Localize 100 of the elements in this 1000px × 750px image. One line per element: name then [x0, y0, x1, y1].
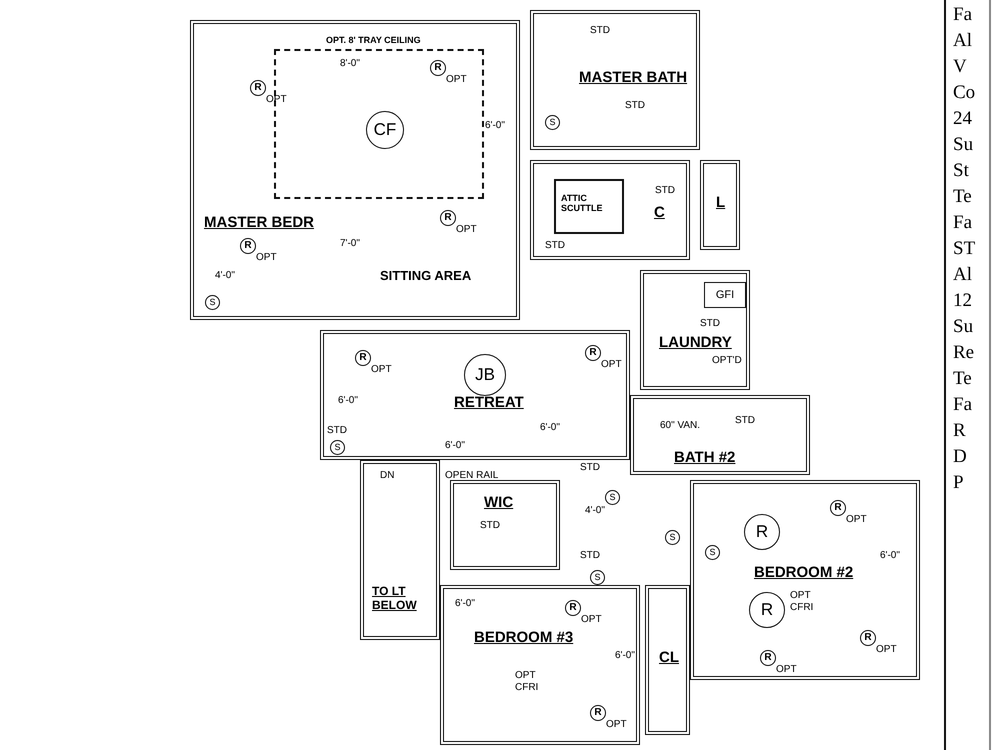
note-text: STD: [545, 240, 565, 252]
switch-symbol: S: [545, 115, 560, 130]
ceiling-light-symbol: R: [590, 705, 606, 721]
ceiling-light-symbol: R: [240, 238, 256, 254]
dimension-text: 7'-0": [340, 238, 360, 250]
ceiling-fan-symbol: CF: [366, 111, 404, 149]
room-name: SITTING AREA: [380, 270, 472, 282]
junction-box-symbol: JB: [464, 354, 506, 396]
note-text: 60" VAN.: [660, 420, 700, 432]
ceiling-light-symbol: R: [760, 650, 776, 666]
closet-room: [450, 480, 560, 570]
note-text: OPT'D: [712, 355, 742, 367]
side-note-text: ST: [953, 238, 976, 260]
dimension-text: 4'-0": [215, 270, 235, 282]
note-text: STD: [625, 100, 645, 112]
bathroom-room: [630, 395, 810, 475]
dimension-text: 6'-0": [445, 440, 465, 452]
room-name: LAUNDRY: [659, 334, 732, 351]
ceiling-light-symbol: R: [355, 350, 371, 366]
side-note-text: P: [953, 472, 964, 494]
ceiling-light-symbol: R: [749, 592, 785, 628]
room-name: BATH #2: [674, 449, 736, 466]
note-text: STD: [580, 550, 600, 562]
note-text: OPT. 8' TRAY CEILING: [326, 35, 421, 45]
closet-room: [645, 585, 690, 735]
note-text: CFRI: [790, 602, 814, 614]
ceiling-light-symbol: R: [744, 514, 780, 550]
note-text: OPT: [606, 719, 627, 731]
side-note-text: R: [953, 420, 966, 442]
side-note-text: 24: [953, 108, 972, 130]
note-text: DN: [380, 470, 394, 482]
side-note-text: Fa: [953, 394, 972, 416]
ceiling-light-symbol: R: [430, 60, 446, 76]
side-note-text: Te: [953, 368, 972, 390]
note-text: OPT: [256, 252, 277, 264]
side-note-text: 12: [953, 290, 972, 312]
dimension-text: 8'-0": [340, 58, 360, 70]
attic-scuttle-outline: [554, 179, 624, 234]
note-text: STD: [735, 415, 755, 427]
side-note-text: St: [953, 160, 969, 182]
bedroom-room: [440, 585, 640, 745]
dimension-text: 6'-0": [540, 422, 560, 434]
room-name: RETREAT: [454, 394, 524, 411]
ceiling-light-symbol: R: [585, 345, 601, 361]
outlet-symbol: GFI: [704, 282, 746, 308]
room-name: TO LT BELOW: [372, 584, 418, 612]
side-note-text: Re: [953, 342, 974, 364]
bedroom-room: [190, 20, 520, 320]
room-name: MASTER BATH: [579, 69, 688, 86]
note-text: OPT: [846, 514, 867, 526]
room-name: ATTIC SCUTTLE: [561, 193, 604, 213]
note-text: OPT: [371, 364, 392, 376]
laundry-room: [640, 270, 750, 390]
side-note-text: Al: [953, 30, 972, 52]
linen-closet-room: [700, 160, 740, 250]
side-note-text: Fa: [953, 4, 972, 26]
note-text: STD: [655, 185, 675, 197]
dimension-text: 6'-0": [338, 395, 358, 407]
room-name: L: [716, 194, 726, 211]
switch-symbol: S: [590, 570, 605, 585]
dimension-text: 6'-0": [485, 120, 505, 132]
side-note-text: D: [953, 446, 967, 468]
side-note-text: Al: [953, 264, 972, 286]
room-name: MASTER BEDR: [204, 214, 314, 231]
note-text: OPT: [456, 224, 477, 236]
switch-symbol: S: [205, 295, 220, 310]
note-text: OPT: [581, 614, 602, 626]
staircase: [360, 460, 440, 640]
side-note-text: Fa: [953, 212, 972, 234]
room-name: BEDROOM #2: [754, 564, 854, 581]
dimension-text: 4'-0": [585, 505, 605, 517]
room-name: C: [654, 204, 665, 221]
ceiling-light-symbol: R: [250, 80, 266, 96]
switch-symbol: S: [665, 530, 680, 545]
closet-room: [530, 160, 690, 260]
bedroom-room: [690, 480, 920, 680]
side-note-text: Te: [953, 186, 972, 208]
note-text: OPT: [266, 94, 287, 106]
dimension-text: 6'-0": [455, 598, 475, 610]
note-text: STD: [480, 520, 500, 532]
dimension-text: 6'-0": [880, 550, 900, 562]
side-note-text: Su: [953, 316, 974, 338]
note-text: STD: [590, 25, 610, 37]
side-note-text: V: [953, 56, 967, 78]
ceiling-light-symbol: R: [830, 500, 846, 516]
switch-symbol: S: [705, 545, 720, 560]
note-text: STD: [327, 425, 347, 437]
note-text: STD: [580, 462, 600, 474]
note-text: OPT: [790, 590, 811, 602]
ceiling-light-symbol: R: [565, 600, 581, 616]
ceiling-light-symbol: R: [860, 630, 876, 646]
note-text: OPT: [776, 664, 797, 676]
room-name: CL: [659, 649, 679, 666]
side-note-text: Su: [953, 134, 974, 156]
note-text: OPT: [876, 644, 897, 656]
note-text: OPT: [446, 74, 467, 86]
note-text: OPT: [515, 670, 536, 682]
bathroom-room: [530, 10, 700, 150]
note-text: OPT: [601, 359, 622, 371]
note-text: CFRI: [515, 682, 538, 694]
